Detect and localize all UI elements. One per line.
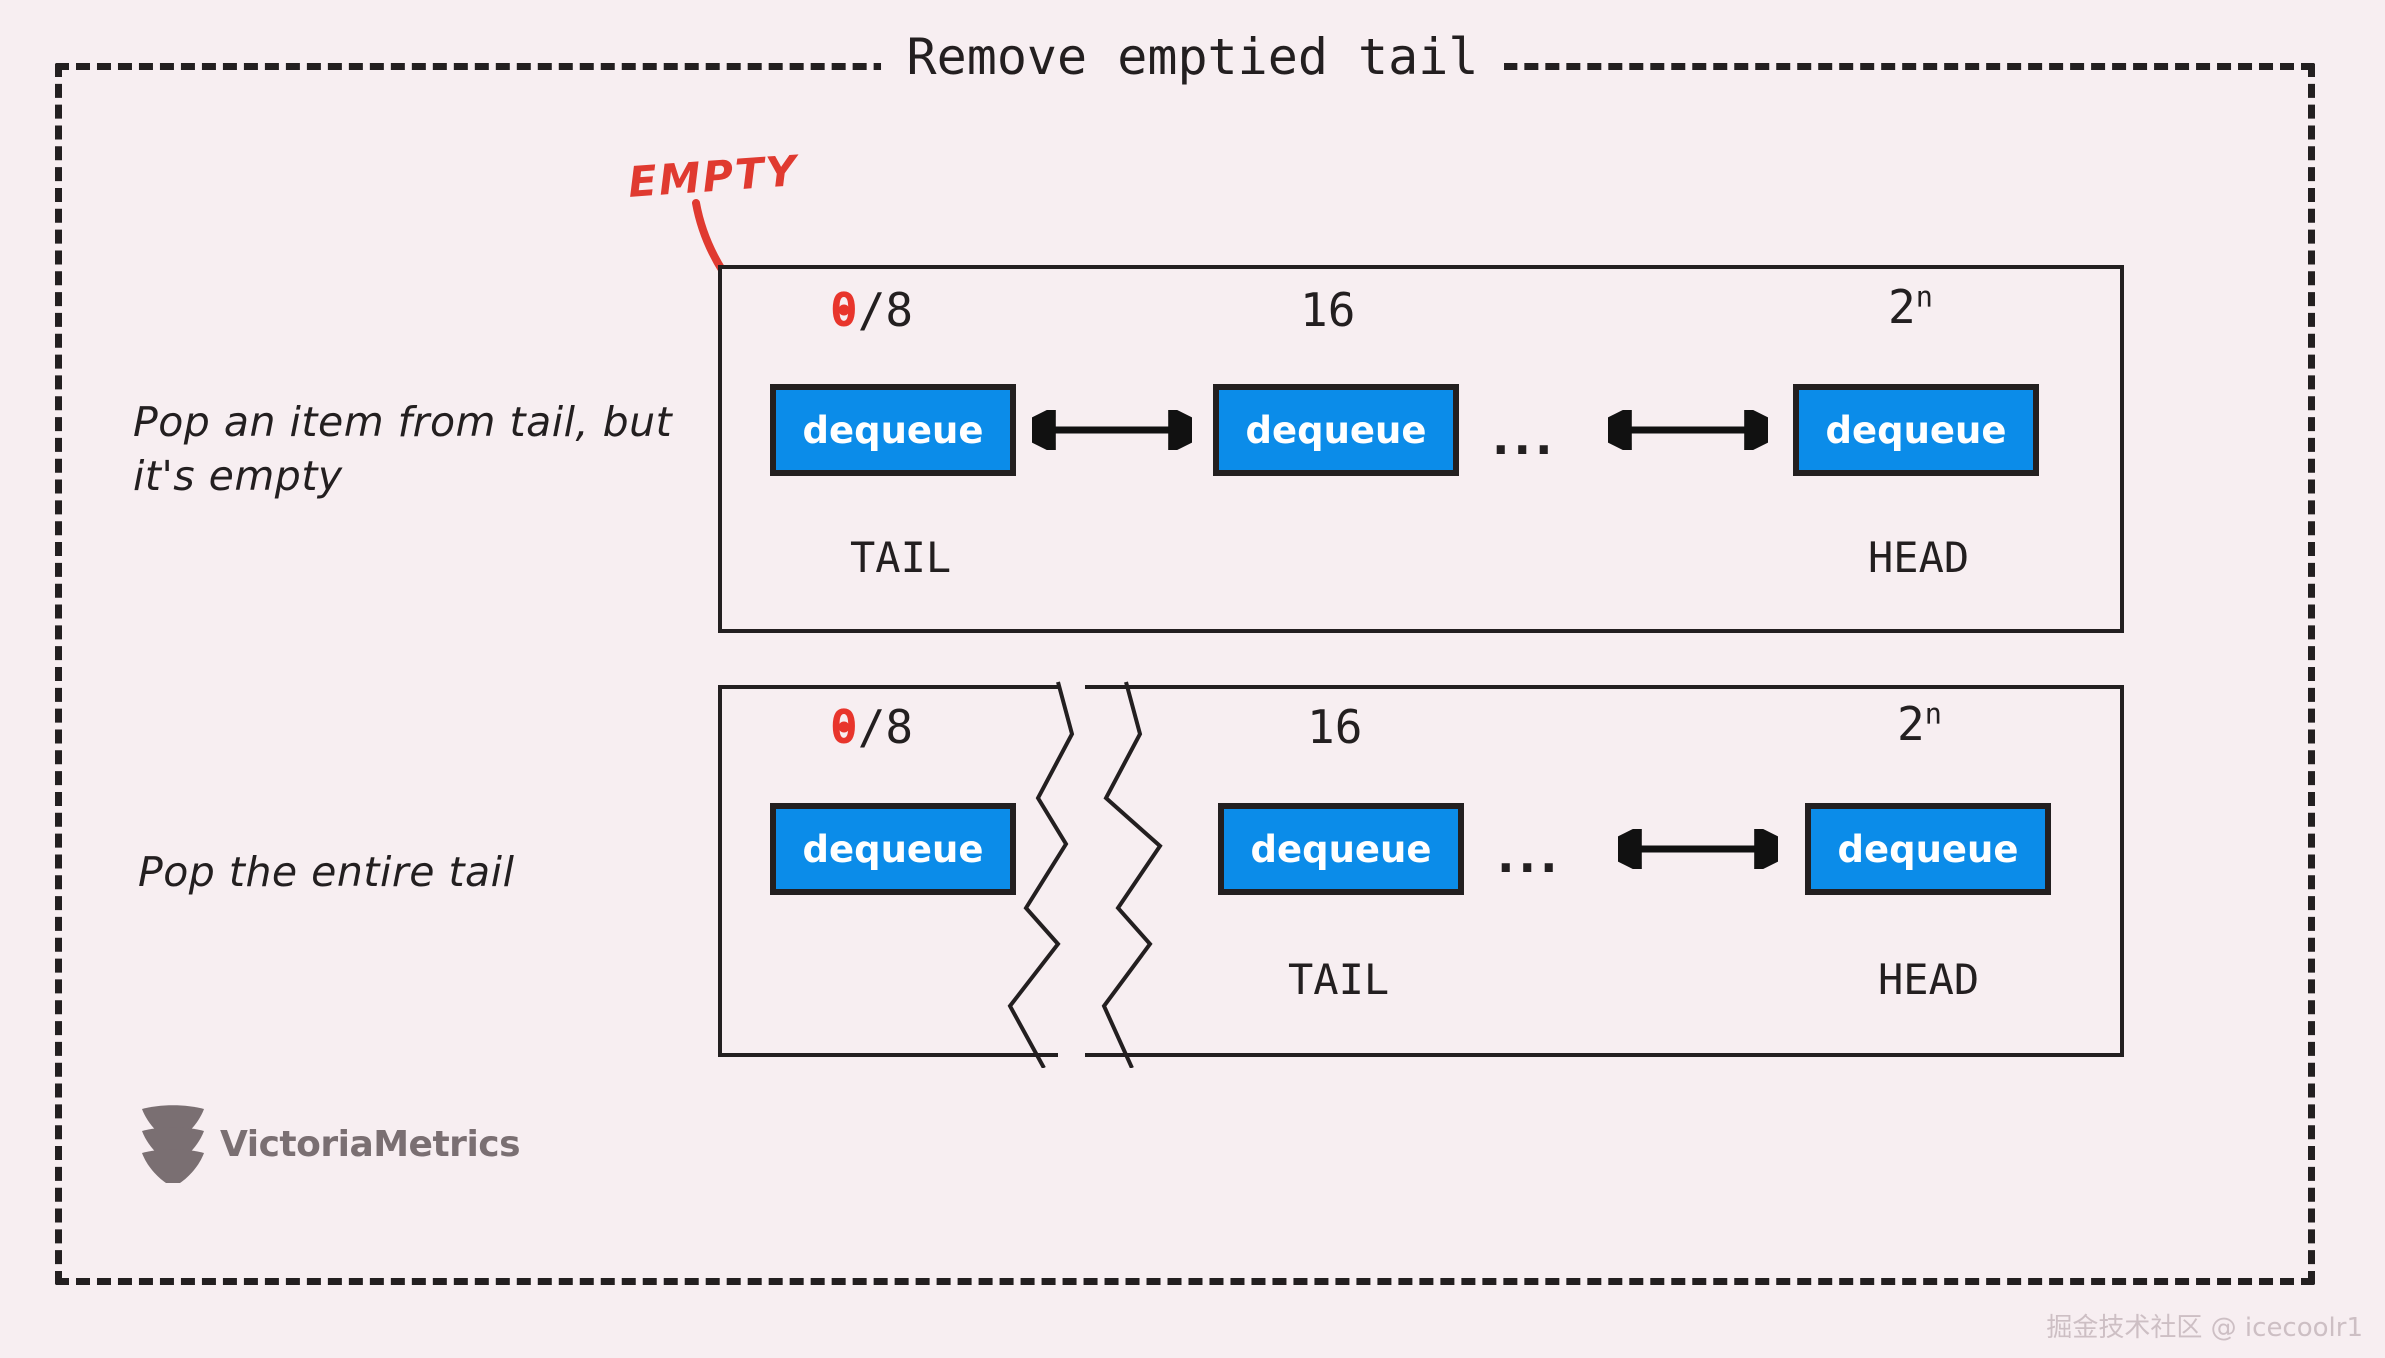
caption-row-2: Pop the entire tail <box>138 848 515 896</box>
page-title: Remove emptied tail <box>880 28 1505 86</box>
ellipsis-p1: ... <box>1492 411 1557 465</box>
dequeue-node-tail-p1[interactable]: dequeue <box>770 384 1016 476</box>
capacity-label-tail-p1: 0/8 <box>830 283 913 337</box>
chevron-stack-icon <box>142 1105 204 1183</box>
outer-dashed-frame <box>55 63 2315 1285</box>
empty-zero-glyph: 0 <box>830 700 858 754</box>
link-arrow-p1-a <box>1032 410 1192 450</box>
capacity-label-mid-p1: 16 <box>1300 283 1356 337</box>
caption-row-1: Pop an item from tail, but it's empty <box>133 398 673 501</box>
capacity-label-head-p2: 2n <box>1897 697 1942 751</box>
dequeue-node-mid-p1[interactable]: dequeue <box>1213 384 1459 476</box>
end-label-head-p2: HEAD <box>1878 955 1980 1004</box>
dequeue-node-detached-p2[interactable]: dequeue <box>770 803 1016 895</box>
dequeue-node-tail-p2[interactable]: dequeue <box>1218 803 1464 895</box>
watermark: 掘金技术社区 @ icecoolr1 <box>2046 1313 2363 1343</box>
link-arrow-p2 <box>1618 829 1778 869</box>
dequeue-node-head-p2[interactable]: dequeue <box>1805 803 2051 895</box>
ellipsis-p2: ... <box>1497 829 1562 883</box>
dequeue-node-head-p1[interactable]: dequeue <box>1793 384 2039 476</box>
capacity-label-left-p2: 0/8 <box>830 700 913 754</box>
logo-text: VictoriaMetrics <box>220 1123 521 1165</box>
empty-zero-glyph: 0 <box>830 283 858 337</box>
capacity-label-head-p1: 2n <box>1888 280 1933 334</box>
link-arrow-p1-b <box>1608 410 1768 450</box>
end-label-tail-p2: TAIL <box>1288 955 1390 1004</box>
capacity-label-tail-p2: 16 <box>1307 700 1363 754</box>
victoriametrics-logo: VictoriaMetrics <box>140 1105 521 1183</box>
end-label-head-p1: HEAD <box>1868 533 1970 582</box>
end-label-tail-p1: TAIL <box>850 533 952 582</box>
